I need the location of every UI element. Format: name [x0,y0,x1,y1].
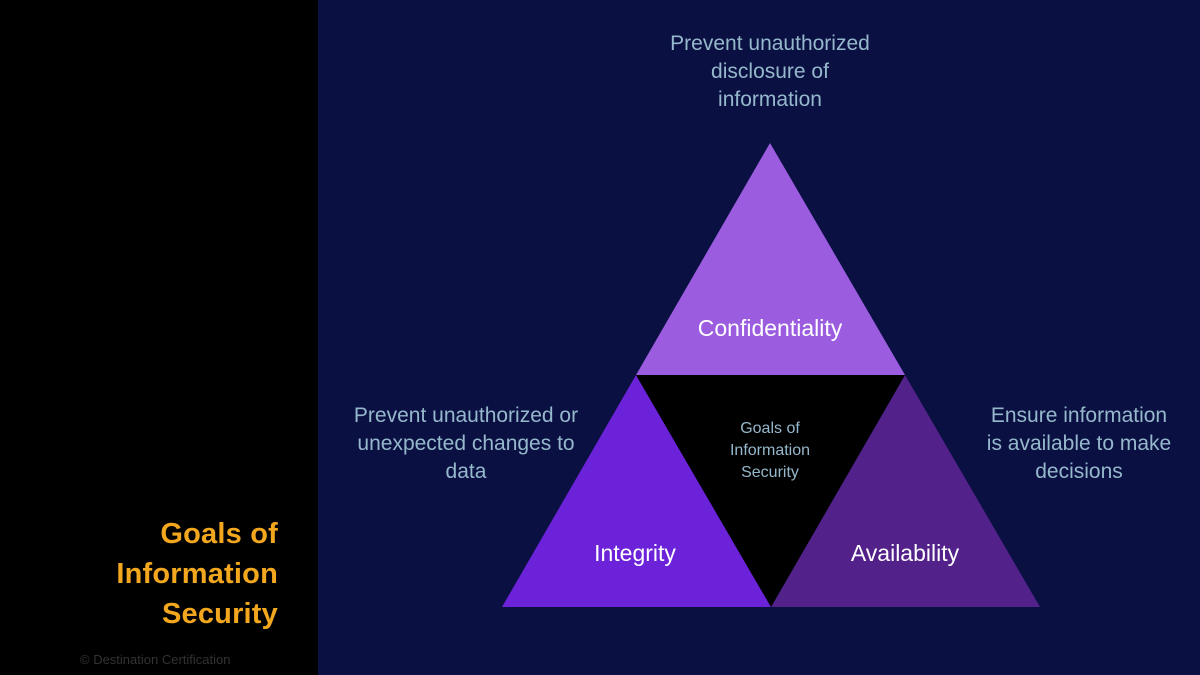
annotation-line: Prevent unauthorized [670,32,870,55]
center-label-line-1: Goals of [740,420,800,437]
annotation-confidentiality: Prevent unauthorized disclosure of infor… [670,30,870,114]
slide-title-line-2: Information [116,558,278,590]
confidentiality-label: Confidentiality [697,315,843,341]
slide-title: Goals of Information Security [20,514,278,634]
annotation-line: is available to make [986,432,1172,455]
slide-title-line-3: Security [161,598,278,630]
annotation-line: data [445,460,487,483]
slide-title-line-1: Goals of [160,518,278,550]
center-triangle-label: Goals of Information Security [730,418,810,484]
integrity-label: Integrity [594,540,676,566]
annotation-line: decisions [1035,460,1123,483]
annotation-line: information [718,88,822,111]
annotation-line: unexpected changes to [357,432,575,455]
confidentiality-triangle [636,143,905,375]
center-inverted-triangle [636,375,905,607]
availability-label: Availability [850,540,960,566]
annotation-line: disclosure of [711,60,829,83]
annotation-integrity: Prevent unauthorized or unexpected chang… [354,402,578,486]
center-label-line-3: Security [741,464,799,481]
copyright-text: © Destination Certification [80,652,231,667]
center-label-line-2: Information [729,442,811,459]
sidebar: Goals of Information Security © Destinat… [0,0,318,675]
availability-triangle [771,375,1040,607]
integrity-triangle [502,375,771,607]
cia-triangle-graphic [502,143,1040,607]
annotation-line: Prevent unauthorized or [353,404,579,427]
annotation-line: Ensure information [990,404,1168,427]
diagram-area: Prevent unauthorized disclosure of infor… [318,0,1200,675]
annotation-availability: Ensure information is available to make … [987,402,1171,486]
